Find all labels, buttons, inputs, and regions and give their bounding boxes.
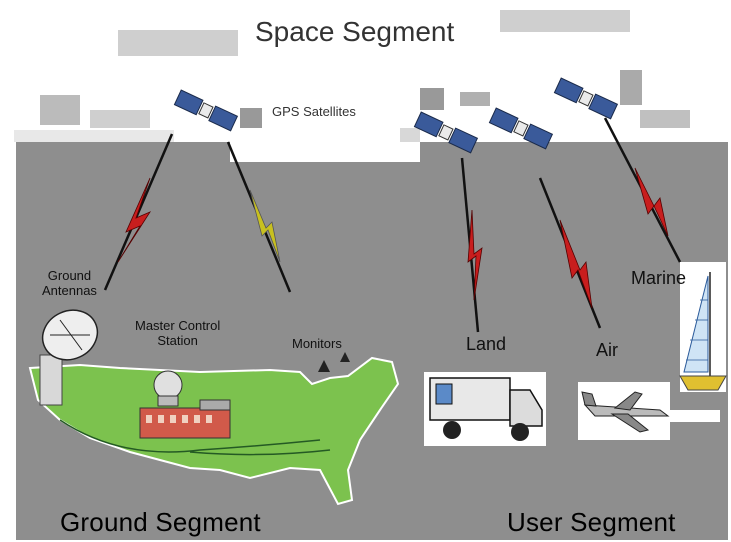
comm-link: [189, 449, 331, 456]
airplane-icon: [578, 382, 670, 440]
satellite-icon: [413, 111, 479, 154]
signal-bolt-icon: [249, 189, 281, 263]
satellite-icon: [553, 77, 619, 120]
marine-label: Marine: [631, 268, 687, 288]
satellite-icon: [488, 107, 554, 150]
gps-satellites-label: GPS Satellites: [272, 104, 356, 119]
monitors-label: Monitors: [292, 336, 342, 351]
ground-antennas-label: Ground Antennas: [42, 268, 97, 298]
satellite-icon: [173, 89, 239, 132]
land-label: Land: [466, 334, 507, 354]
user-segment-title: User Segment: [507, 507, 676, 537]
radome-icon: [153, 370, 183, 400]
sailboat-icon: [679, 262, 727, 392]
sky-noise: [14, 10, 690, 142]
monitor-antenna-icon: [318, 352, 350, 372]
truck-icon: [424, 372, 546, 446]
ground-background: [16, 142, 728, 540]
space-segment-title: Space Segment: [255, 16, 455, 47]
signal-bolt-icon: [117, 167, 669, 309]
master-control-station-label: Master Control Station: [135, 318, 221, 348]
dish-antenna-icon: [39, 309, 99, 406]
runway: [670, 410, 720, 422]
comm-link: [59, 419, 321, 453]
ground-segment-title: Ground Segment: [60, 507, 261, 537]
air-label: Air: [596, 340, 618, 360]
master-control-building: [139, 370, 231, 439]
sky-gap: [230, 142, 420, 162]
